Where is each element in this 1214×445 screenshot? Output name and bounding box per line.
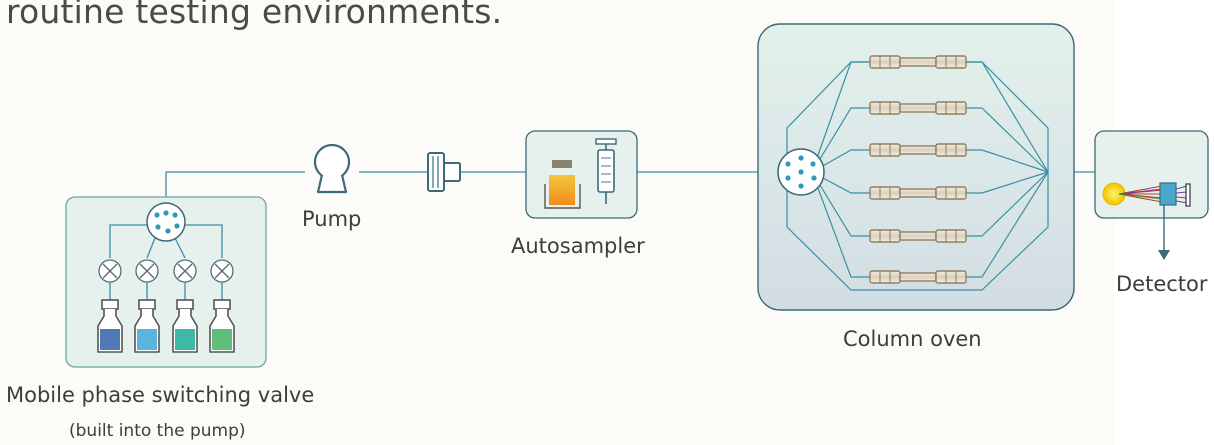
- outlet-arrow-icon: [1158, 250, 1170, 260]
- valve-note-label: (built into the pump): [69, 421, 246, 441]
- column-oven-label: Column oven: [843, 327, 982, 351]
- hplc-column-icon: [869, 229, 967, 243]
- solvent-bottle-icon: [209, 299, 235, 353]
- pump-label: Pump: [302, 207, 362, 231]
- line-valve-to-pump: [165, 171, 305, 197]
- valve-label: Mobile phase switching valve: [6, 383, 315, 407]
- photodiode-icon: [1185, 183, 1191, 207]
- flow-cell-icon: [1159, 182, 1177, 206]
- autosampler-panel: [525, 130, 638, 219]
- autosampler-label: Autosampler: [511, 234, 645, 258]
- hplc-column-icon: [869, 101, 967, 115]
- mobile-phase-panel: [65, 196, 267, 368]
- mixer-icon: [427, 152, 461, 192]
- detector-label: Detector: [1116, 272, 1208, 296]
- solvent-bottle-icon: [172, 299, 198, 353]
- hplc-column-icon: [869, 55, 967, 69]
- solenoid-valve-icon: [210, 259, 234, 283]
- hplc-column-icon: [869, 270, 967, 284]
- page-heading: routine testing environments.: [6, 0, 503, 31]
- detector-panel: [1094, 130, 1209, 260]
- solvent-bottle-icon: [134, 299, 160, 353]
- pump-icon: [313, 143, 351, 194]
- solenoid-valve-icon: [173, 259, 197, 283]
- solvent-bottle-icon: [97, 299, 123, 353]
- hplc-column-icon: [869, 186, 967, 200]
- solenoid-valve-icon: [98, 259, 122, 283]
- hplc-column-icon: [869, 143, 967, 157]
- solenoid-valve-icon: [135, 259, 159, 283]
- selector-valve-icon: [146, 202, 186, 242]
- column-oven-panel: [757, 23, 1075, 311]
